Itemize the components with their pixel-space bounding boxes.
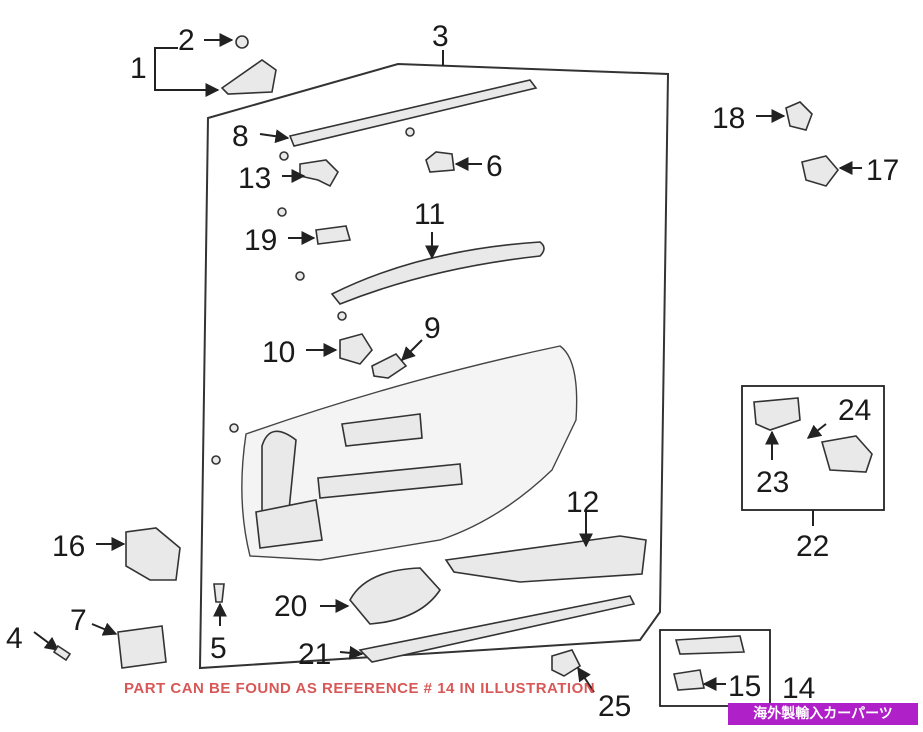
part-17 (801, 155, 840, 187)
part-7 (117, 625, 167, 669)
callout-16: 16 (52, 530, 85, 563)
callout-23: 23 (756, 466, 789, 499)
part-23 (753, 397, 801, 431)
callout-14: 14 (782, 672, 815, 705)
part-18 (785, 101, 813, 131)
callout-22: 22 (796, 530, 829, 563)
part-14-handle (674, 635, 746, 655)
part-9 (371, 353, 408, 379)
callout-11: 11 (414, 198, 445, 231)
clip (211, 455, 221, 465)
part-mirror-cover (220, 59, 277, 95)
leader-21 (339, 645, 364, 660)
callout-21: 21 (298, 638, 331, 671)
part-speaker-grille (349, 567, 442, 625)
leader-7 (91, 622, 118, 636)
callout-13: 13 (238, 162, 271, 195)
part-armrest (444, 535, 647, 583)
part-24 (820, 435, 873, 473)
trim-window-switch (317, 463, 463, 499)
part-screw-5 (213, 583, 225, 603)
part-16 (125, 527, 181, 581)
part-clip-2 (235, 35, 249, 49)
callout-4: 4 (6, 622, 23, 655)
part-weatherstrip (288, 79, 538, 147)
callout-8: 8 (232, 120, 249, 153)
clip (277, 207, 287, 217)
callout-12: 12 (566, 486, 599, 519)
box-14 (659, 629, 771, 707)
callout-15: 15 (728, 670, 761, 703)
callout-19: 19 (244, 224, 277, 257)
callout-20: 20 (274, 590, 307, 623)
callout-3: 3 (432, 20, 449, 53)
callout-5: 5 (210, 632, 227, 665)
part-6 (425, 151, 455, 173)
leader-25 (577, 666, 595, 693)
callout-1: 1 (130, 52, 147, 85)
clip (337, 311, 347, 321)
watermark-badge: 海外製輸入カーパーツ (728, 703, 918, 725)
callout-25: 25 (598, 690, 631, 723)
part-10 (339, 333, 373, 365)
trim-speaker-area (255, 499, 323, 549)
part-25 (551, 649, 582, 677)
part-15 (673, 669, 705, 691)
part-door-trim-panel (241, 345, 578, 561)
callout-17: 17 (866, 154, 899, 187)
part-lower-strip (358, 595, 636, 663)
trim-handle-area (341, 413, 423, 447)
callout-18: 18 (712, 102, 745, 135)
callout-6: 6 (486, 150, 503, 183)
callout-9: 9 (424, 312, 441, 345)
callout-2: 2 (178, 24, 195, 57)
leader-24 (806, 423, 827, 439)
part-screw-4 (52, 644, 72, 662)
callout-24: 24 (838, 394, 871, 427)
clip (229, 423, 239, 433)
leader-9 (401, 339, 423, 361)
part-armrest-trim (330, 241, 545, 305)
clip (405, 127, 415, 137)
leader-8 (259, 129, 290, 144)
callout-10: 10 (262, 336, 295, 369)
reference-notice: PART CAN BE FOUND AS REFERENCE # 14 IN I… (124, 680, 596, 697)
bracket-1 (154, 47, 220, 97)
clip (279, 151, 289, 161)
callout-7: 7 (70, 604, 87, 637)
leader-4 (33, 631, 60, 651)
part-19 (315, 225, 352, 245)
clip (295, 271, 305, 281)
